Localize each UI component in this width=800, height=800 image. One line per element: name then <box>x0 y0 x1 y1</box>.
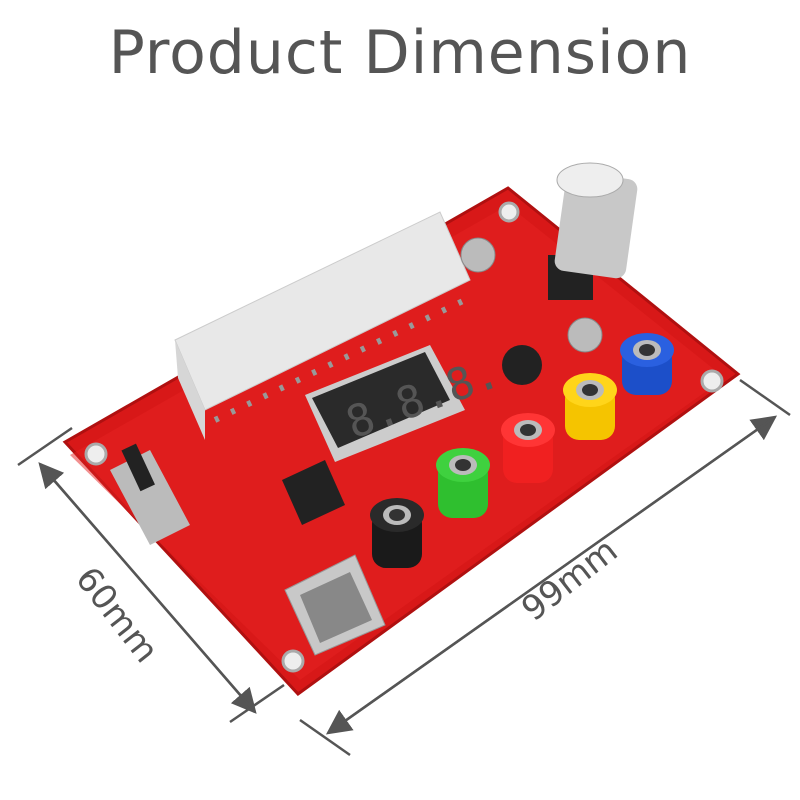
page-title: Product Dimension <box>108 18 692 88</box>
usb-port <box>284 554 386 656</box>
binding-post-red <box>501 413 555 483</box>
dimension-line-60mm <box>17 426 285 724</box>
ic-chip <box>282 460 345 525</box>
atx-connector <box>174 211 471 440</box>
inductor <box>502 345 542 385</box>
capacitor <box>567 317 603 353</box>
power-switch <box>110 443 190 545</box>
potentiometer-knob <box>548 162 638 300</box>
capacitor <box>460 237 496 273</box>
binding-post-yellow <box>563 373 617 440</box>
binding-post-blue <box>620 333 674 395</box>
binding-post-green <box>436 448 490 518</box>
binding-post-black <box>370 498 424 568</box>
dimension-line-99mm <box>299 378 791 757</box>
